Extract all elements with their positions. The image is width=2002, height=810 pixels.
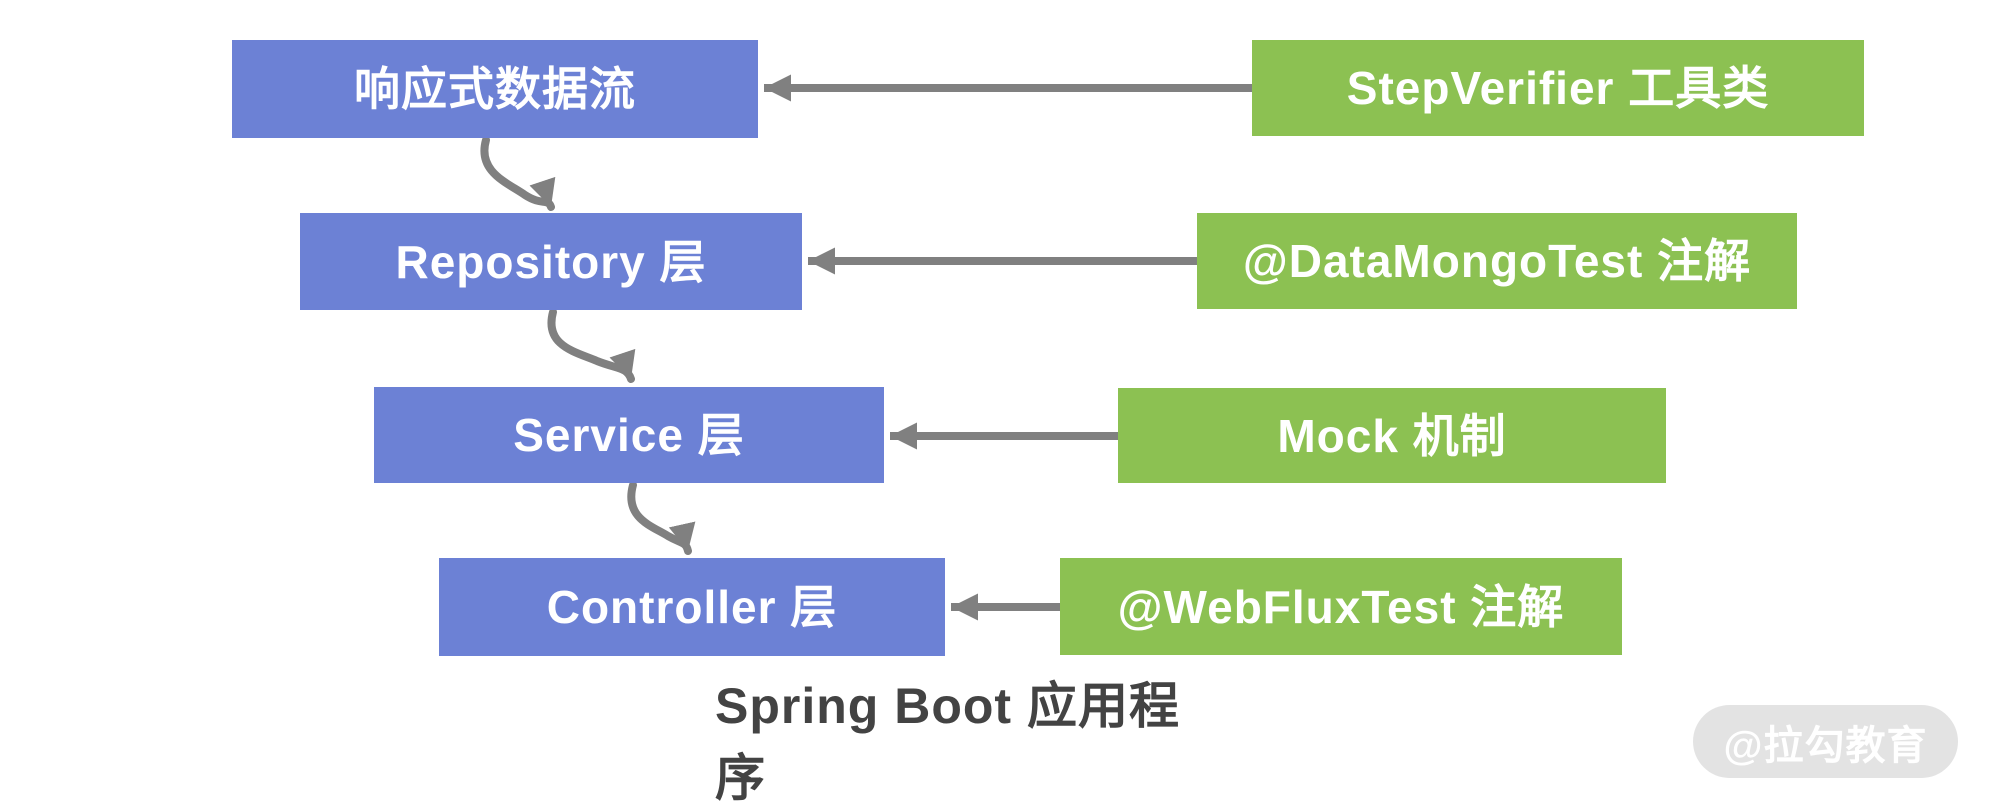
tool-node-label: @DataMongoTest 注解: [1242, 235, 1752, 287]
layer-node-label: Service 层: [513, 409, 745, 461]
layer-node-controller: Controller 层: [439, 558, 945, 656]
tool-node-label: @WebFluxTest 注解: [1117, 580, 1565, 633]
watermark-badge: @拉勾教育: [1693, 705, 1958, 778]
arrow-service-to-controller: [627, 481, 696, 555]
watermark-text: @拉勾教育: [1723, 723, 1928, 768]
arrow-repository-to-service: [547, 308, 636, 383]
layer-node-label: 响应式数据流: [354, 63, 636, 115]
layer-node-label: Repository 层: [395, 235, 707, 288]
tool-node-label: Mock 机制: [1277, 409, 1507, 462]
tool-node-mock: Mock 机制: [1118, 388, 1666, 483]
tool-node-stepverifier: StepVerifier 工具类: [1252, 40, 1864, 136]
layer-node-repository: Repository 层: [300, 213, 802, 310]
layer-node-reactive-stream: 响应式数据流: [232, 40, 758, 138]
diagram-title: Spring Boot 应用程序: [715, 678, 1180, 806]
arrow-reactive-to-repository: [480, 136, 556, 211]
tool-node-datamongotest: @DataMongoTest 注解: [1197, 213, 1797, 309]
tool-node-label: StepVerifier 工具类: [1346, 62, 1770, 114]
layer-node-label: Controller 层: [546, 581, 838, 633]
layer-node-service: Service 层: [374, 387, 884, 483]
tool-node-webfluxtest: @WebFluxTest 注解: [1060, 558, 1622, 655]
